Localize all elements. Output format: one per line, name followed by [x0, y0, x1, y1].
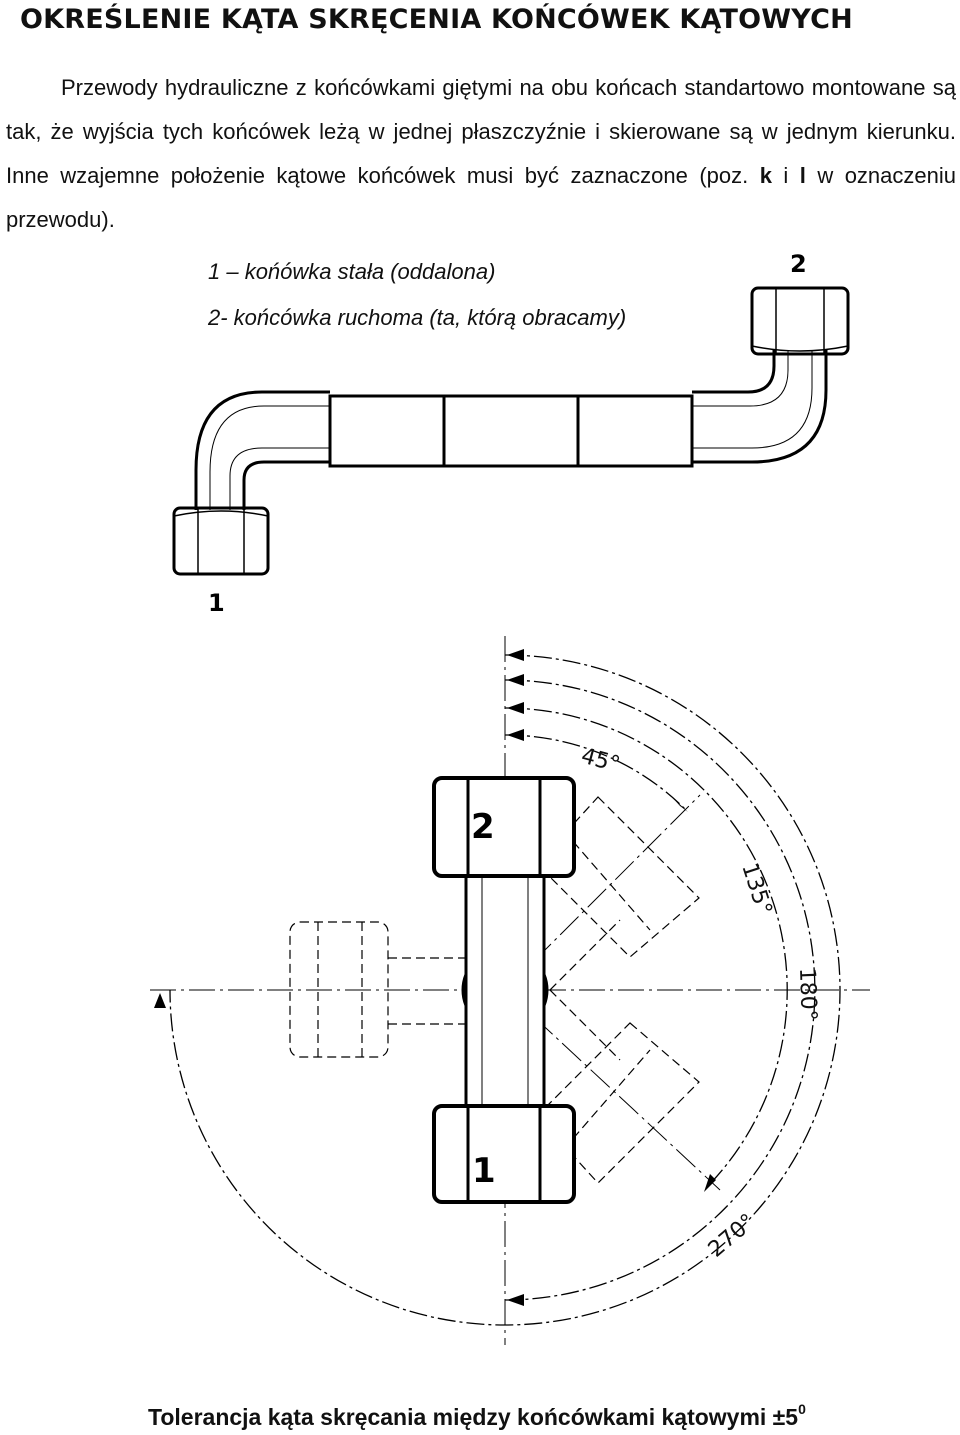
label-movable-end: 2 — [790, 250, 807, 278]
fitting-1-nut — [172, 506, 270, 576]
ghost-fitting-270 — [289, 921, 468, 1058]
intro-position-l: l — [799, 163, 806, 188]
angle-hose-body — [464, 874, 546, 1110]
angle-fitting-1-nut — [432, 1104, 576, 1204]
angle-arcs — [169, 654, 841, 1326]
right-bend-guide-2 — [692, 350, 813, 449]
left-bend-guide-1 — [209, 405, 330, 510]
arc-135 — [504, 707, 788, 1189]
tolerance-note: Tolerancja kąta skręcania między końcówk… — [148, 1401, 806, 1431]
page-title: OKREŚLENIE KĄTA SKRĘCENIA KOŃCÓWEK KĄTOW… — [20, 4, 853, 35]
angle-label-135: 135° — [736, 860, 776, 918]
angle-label-180: 180° — [794, 967, 821, 1021]
legend-movable-end: 2- końcówka ruchoma (ta, którą obracamy) — [208, 305, 627, 330]
intro-text-and: i — [771, 163, 800, 188]
legend-fixed-end: 1 – końówka stała (oddalona) — [208, 259, 496, 284]
arc-arrowheads — [154, 649, 716, 1306]
intro-text-end: w oznaczeniu przewodu). — [6, 163, 956, 232]
left-bend-guide-2 — [229, 447, 330, 510]
tolerance-degree-sup: 0 — [798, 1401, 806, 1417]
label-fixed-end: 1 — [208, 589, 225, 617]
right-bend-outer — [692, 350, 828, 464]
intro-paragraph: Przewody hydrauliczne z końcówkami gięty… — [6, 66, 956, 242]
right-bend-inner — [692, 350, 776, 394]
label-top-fitting: 2 — [471, 807, 495, 847]
hose-body — [328, 394, 694, 468]
fitting-2-nut — [750, 286, 850, 356]
angle-diagram: 2 1 45° 135° 180° 270° — [150, 636, 870, 1345]
hose-diagram: 1 2 — [172, 250, 850, 617]
arc-45 — [504, 734, 687, 811]
angle-label-270: 270° — [704, 1209, 761, 1262]
intro-position-k: k — [759, 163, 772, 188]
arc-180 — [504, 679, 816, 1301]
intro-text-start: Przewody hydrauliczne z końcówkami gięty… — [6, 75, 956, 188]
angle-fitting-2-nut — [432, 776, 576, 878]
left-bend-outer — [194, 390, 330, 510]
tolerance-text: Tolerancja kąta skręcania między końcówk… — [148, 1404, 799, 1430]
arc-270 — [169, 654, 841, 1326]
right-bend-guide-1 — [692, 350, 789, 407]
label-bottom-fitting: 1 — [472, 1151, 496, 1191]
angle-label-45: 45° — [578, 744, 622, 778]
left-bend-inner — [242, 460, 330, 510]
